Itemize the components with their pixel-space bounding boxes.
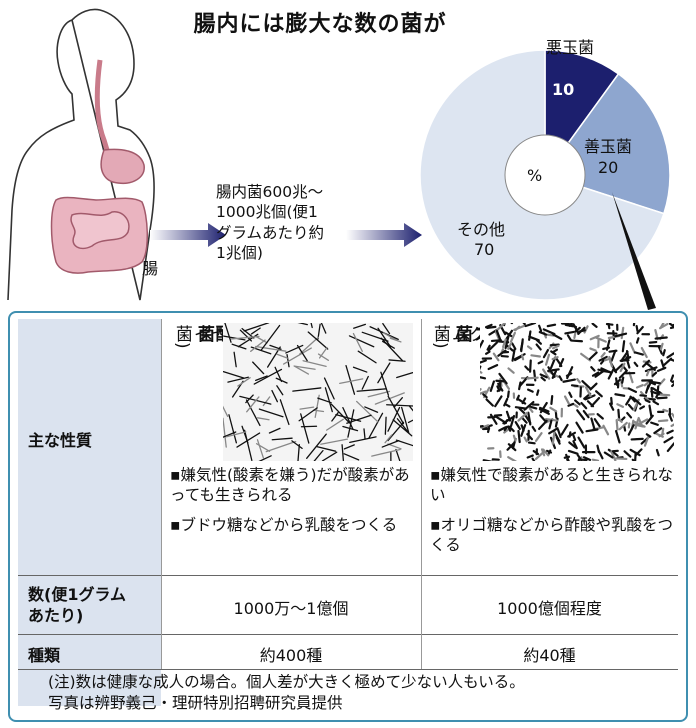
row-label-kinds: 種類 [28, 646, 61, 665]
pie-legend-other: その他 [457, 220, 506, 239]
bifidobacterium-kinds: 約40種 [523, 646, 576, 665]
description-line: 1兆個) [216, 244, 263, 263]
pie-legend-good: 善玉菌 [584, 137, 633, 156]
human-body-illustration [7, 8, 155, 301]
description-line: グラムあたり約 [216, 223, 325, 242]
pie-center-hole [504, 134, 586, 216]
arrow-right-icon [150, 223, 226, 247]
bifidobacterium-property-1: ▪嫌気性で酸素があると生きられない [430, 466, 674, 505]
row-label-count: 数(便1グラム あたり) [28, 585, 126, 625]
bifidobacterium-property-2: ▪オリゴ糖などから酢酸や乳酸をつくる [430, 516, 674, 555]
row-divider [18, 575, 678, 576]
stomach [100, 148, 145, 185]
bifidobacterium-photo [480, 323, 674, 461]
pie-value-bad: 10 [552, 80, 575, 99]
footnote: (注)数は健康な成人の場合。個人差が大きく極めて少ない人もいる。 写真は辨野義己… [48, 672, 525, 714]
comparison-panel: 主な性質 数(便1グラム あたり) 種類 乳酸菌 (カゼイ菌) ▪嫌気性(酸素を… [8, 311, 688, 722]
figure-title: 腸内には膨大な数の菌が [193, 12, 447, 37]
lactobacillus-photo [223, 323, 413, 461]
esophagus [94, 59, 113, 161]
pie-value-good: 20 [598, 158, 619, 177]
bacteria-count-description: 腸内菌600兆〜 1000兆個(便1 グラムあたり約 1兆個) [216, 182, 366, 264]
bacteria-pie-chart [419, 49, 671, 301]
table-header-column [18, 319, 161, 706]
intestine-icon [50, 196, 148, 274]
row-divider [18, 669, 678, 670]
pie-legend-bad: 悪玉菌 [546, 38, 595, 57]
pointer-wedge [612, 192, 656, 310]
col-divider [421, 319, 422, 669]
lactobacillus-kinds: 約400種 [259, 646, 323, 665]
lactobacillus-count: 1000万〜1億個 [233, 599, 349, 618]
pie-unit: % [527, 166, 543, 185]
footnote-line-1: (注)数は健康な成人の場合。個人差が大きく極めて少ない人もいる。 [48, 673, 525, 691]
lactobacillus-property-2: ▪ブドウ糖などから乳酸をつくる [170, 516, 398, 534]
bifidobacterium-count: 1000億個程度 [497, 599, 602, 618]
intestine-label: 腸 [142, 259, 159, 278]
description-line: 腸内菌600兆〜 [216, 183, 324, 201]
footnote-line-2: 写真は辨野義己・理研特別招聘研究員提供 [48, 693, 343, 712]
pie-value-other: 70 [474, 240, 495, 259]
col-divider [161, 319, 162, 669]
description-line: 1000兆個(便1 [216, 203, 318, 222]
lactobacillus-property-1: ▪嫌気性(酸素を嫌う)だが酸素があっても生きられる [170, 466, 410, 505]
arrow-right-icon [346, 223, 422, 247]
row-label-properties: 主な性質 [28, 431, 93, 450]
row-divider [18, 634, 678, 635]
